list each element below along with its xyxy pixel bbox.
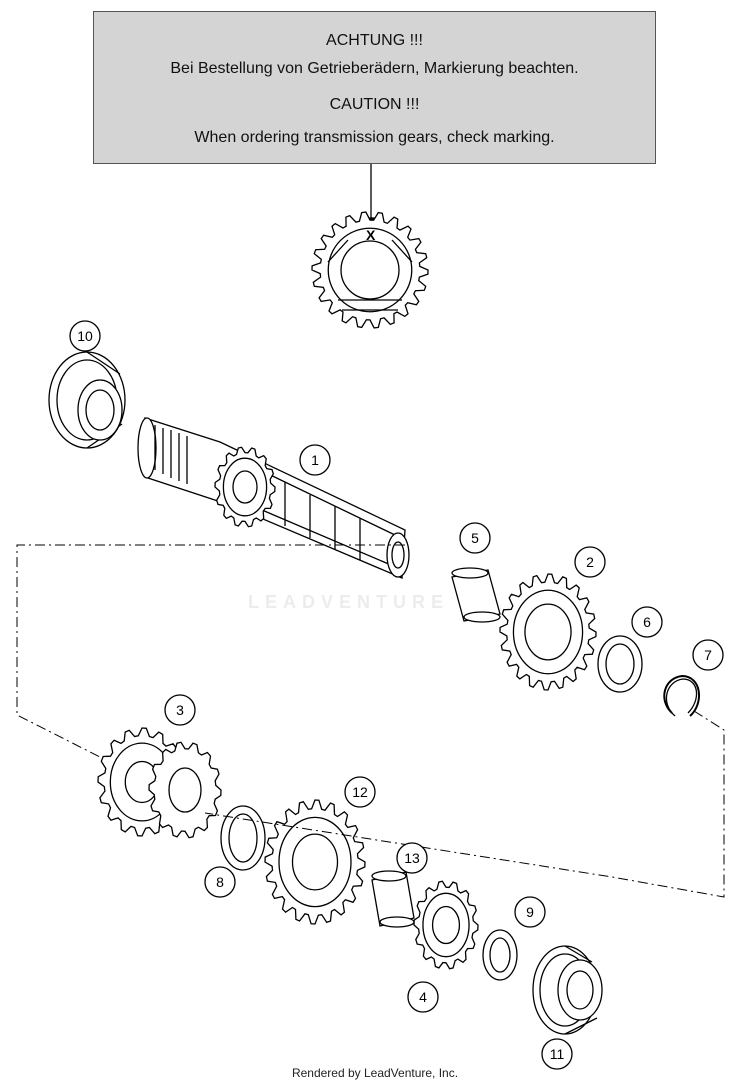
markGear-hub	[327, 227, 413, 313]
gear12-bore	[291, 833, 339, 891]
callout-9-circle	[514, 896, 546, 928]
callout-6-circle	[631, 606, 663, 638]
caution-box: ACHTUNG !!! Bei Bestellung von Getrieber…	[93, 11, 656, 164]
washer-6	[597, 635, 643, 693]
callout-12: 12	[352, 784, 368, 800]
callout-12-circle	[344, 776, 376, 808]
marking-symbol: X	[366, 227, 376, 243]
callout-11-circle	[541, 1038, 573, 1070]
callout-8-circle	[204, 866, 236, 898]
caution-title-en: CAUTION !!!	[329, 96, 420, 113]
callout-1-circle	[299, 444, 331, 476]
gear2-bore	[524, 603, 572, 661]
callout-3: 3	[176, 702, 184, 718]
caution-title-de: ACHTUNG !!!	[326, 32, 423, 49]
callout-10-circle	[69, 320, 101, 352]
gear2-teeth	[499, 573, 597, 691]
watermark: LEADVENTURE	[248, 592, 450, 612]
callout-7: 7	[704, 647, 712, 663]
needle-bushing-13	[371, 870, 415, 928]
gear-3-second-teeth	[148, 741, 222, 839]
callout-2-circle	[574, 546, 606, 578]
gear-4	[413, 880, 479, 970]
washer-9	[482, 929, 518, 981]
marking-gear-dogs	[327, 239, 413, 311]
washer-8	[220, 805, 266, 871]
callout-13: 13	[404, 850, 420, 866]
callout-3-circle	[164, 694, 196, 726]
callout-10: 10	[77, 328, 93, 344]
markGear-bore	[340, 240, 400, 300]
assembly-dashed-lines	[16, 544, 725, 898]
callout-13-circle	[396, 842, 428, 874]
callout-1: 1	[311, 452, 319, 468]
callout-7-circle	[692, 639, 724, 671]
bearing-11	[532, 945, 603, 1035]
snap-ring-7	[663, 674, 701, 717]
shaft-gear	[214, 446, 276, 528]
callout-8: 8	[216, 874, 224, 890]
callout-9: 9	[526, 904, 534, 920]
marking-gear	[311, 211, 429, 329]
gear-3-cluster	[97, 727, 222, 839]
gear12-teeth	[264, 799, 366, 925]
gear4-bore	[431, 905, 461, 945]
shaftGear-hub	[222, 457, 268, 517]
gear4-hub	[422, 892, 470, 958]
callout-5: 5	[471, 530, 479, 546]
callout-6: 6	[643, 614, 651, 630]
bearing-10	[48, 351, 126, 449]
callout-4: 4	[419, 989, 427, 1005]
callout-4-circle	[407, 981, 439, 1013]
transmission-shaft-1	[137, 417, 410, 579]
shaftGear-bore	[232, 470, 258, 504]
gear-3-second-bore	[168, 767, 202, 813]
callout-5-circle	[459, 522, 491, 554]
gear2-hub	[512, 589, 584, 675]
callout-11: 11	[550, 1046, 565, 1062]
footer-credit: Rendered by LeadVenture, Inc.	[291, 1066, 459, 1080]
callout-2: 2	[586, 554, 594, 570]
caution-text-en: When ordering transmission gears, check …	[194, 129, 555, 146]
markGear-teeth	[311, 211, 429, 329]
gear12-hub	[278, 816, 352, 908]
gear-2	[499, 573, 597, 691]
gear-12	[264, 799, 366, 925]
needle-bushing-5	[451, 567, 501, 623]
caution-text-de: Bei Bestellung von Getrieberädern, Marki…	[170, 60, 579, 77]
